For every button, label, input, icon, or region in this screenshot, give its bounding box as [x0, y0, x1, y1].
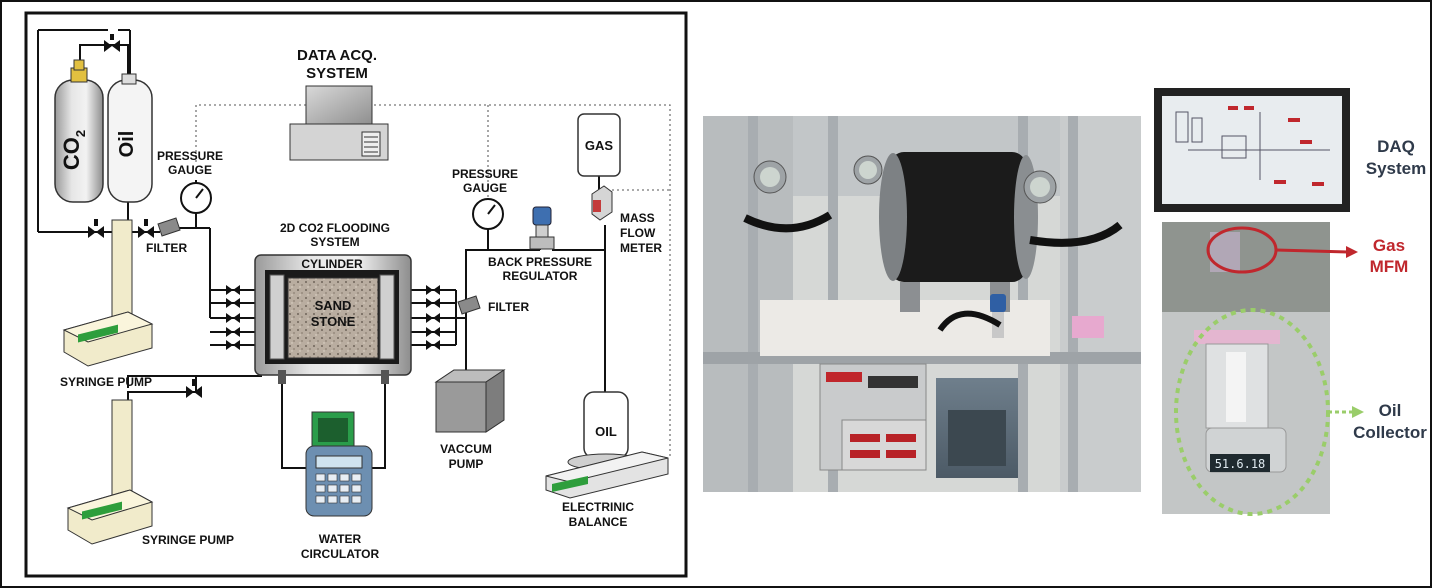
syringe-pump-bottom-icon: [66, 399, 154, 545]
gas-mfm-arrow-head: [1346, 246, 1358, 258]
mfm-label-1: MASS: [620, 211, 655, 225]
daq-label-1: DAQ: [1377, 137, 1415, 156]
oil-collector-label-1: Oil: [1379, 401, 1402, 420]
pressure-gauge-right-icon: [472, 198, 504, 230]
vaccum-pump-label-2: PUMP: [449, 457, 484, 471]
daq-label-2: System: [1366, 159, 1426, 178]
gas-mfm-label-1: Gas: [1373, 236, 1405, 255]
back-pressure-label-2: REGULATOR: [503, 269, 578, 283]
svg-text:CO2: CO2: [59, 130, 88, 170]
schematic-diagram: DATA ACQ. SYSTEM: [24, 11, 688, 578]
water-circulator-label-2: CIRCULATOR: [301, 547, 380, 561]
mfm-label-2: FLOW: [620, 226, 656, 240]
oil-vessel-label: OIL: [595, 424, 617, 439]
filter-left-label: FILTER: [146, 241, 187, 255]
oil-collector-arrow-head: [1352, 406, 1364, 418]
sand-label: SAND: [315, 298, 352, 313]
pressure-gauge-left-label-2: GAUGE: [168, 163, 212, 177]
collector-photo: 51.6.18: [1162, 222, 1330, 514]
core-holder-cylinder: [254, 254, 412, 376]
pressure-gauge-left-label-1: PRESSURE: [157, 149, 223, 163]
data-acquisition-computer: [289, 85, 389, 161]
temperature-probes: [278, 370, 389, 384]
syringe-pump-top-label: SYRINGE PUMP: [60, 375, 152, 389]
mfm-label-3: METER: [620, 241, 662, 255]
co2-subscript: 2: [73, 130, 88, 137]
cylinder-label: CYLINDER: [301, 257, 363, 271]
gas-mfm-arrow-line: [1275, 248, 1349, 254]
data-acq-label-2: SYSTEM: [306, 65, 368, 82]
gas-vessel-icon: [577, 113, 621, 177]
vacuum-pump-icon: [434, 369, 506, 433]
flooding-label-1: 2D CO2 FLOODING: [280, 221, 390, 235]
vaccum-pump-label-1: VACCUM: [440, 442, 492, 456]
mass-flow-meter-icon: [591, 185, 613, 221]
water-circulator-icon: [305, 411, 373, 517]
valve-icons: [88, 34, 440, 398]
flooding-label-2: SYSTEM: [310, 235, 359, 249]
oil-collector-label-2: Collector: [1353, 423, 1427, 442]
balance-readout: 51.6.18: [1215, 457, 1266, 471]
data-acq-label-1: DATA ACQ.: [297, 47, 377, 64]
electronic-balance-icon: [545, 451, 669, 499]
filter-icon-right: [457, 295, 481, 315]
syringe-pump-bottom-label: SYRINGE PUMP: [142, 533, 234, 547]
oil-cylinder: [107, 73, 153, 203]
co2-label: CO: [59, 137, 84, 170]
water-circulator-label-1: WATER: [319, 532, 362, 546]
balance-label-1: ELECTRINIC: [562, 500, 634, 514]
pressure-gauge-right-label-2: GAUGE: [463, 181, 507, 195]
gas-vessel-label: GAS: [585, 138, 614, 153]
syringe-pump-top-icon: [62, 219, 154, 367]
filter-right-label: FILTER: [488, 300, 529, 314]
pressure-gauge-left-icon: [180, 182, 212, 214]
apparatus-photo: [703, 116, 1141, 492]
filter-icon-left: [157, 217, 181, 237]
daq-monitor-photo: [1154, 88, 1350, 212]
gas-mfm-label-2: MFM: [1370, 257, 1409, 276]
back-pressure-regulator-icon: [529, 206, 555, 250]
balance-label-2: BALANCE: [569, 515, 628, 529]
stone-label: STONE: [311, 314, 356, 329]
co2-cylinder: [54, 59, 104, 203]
oil-cylinder-label: Oil: [116, 131, 138, 158]
pressure-gauge-right-label-1: PRESSURE: [452, 167, 518, 181]
back-pressure-label-1: BACK PRESSURE: [488, 255, 592, 269]
